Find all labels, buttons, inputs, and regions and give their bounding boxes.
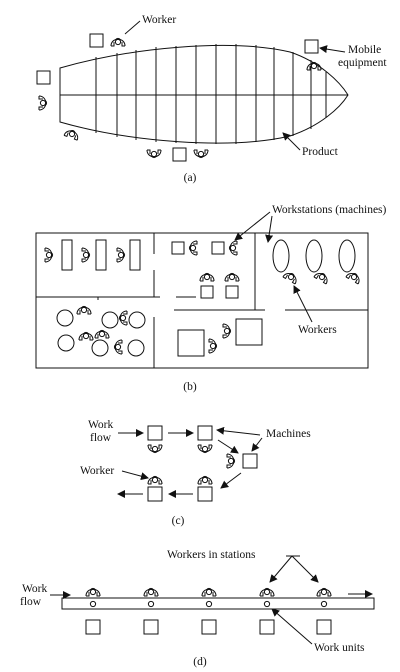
plant-outline: [35, 232, 369, 369]
equipment-box: [172, 147, 187, 162]
worker-icon: [76, 305, 92, 315]
worker-icon: [199, 272, 215, 282]
work-unit: [263, 600, 271, 608]
station-box: [316, 619, 332, 635]
caption-c: (c): [172, 515, 185, 527]
workers-in-stations-label: Workers in stations: [167, 549, 256, 561]
worker-icon: [188, 240, 198, 256]
station-box: [201, 619, 217, 635]
worker-icon: [197, 475, 213, 485]
workstation: [338, 239, 356, 273]
machine-box: [147, 486, 163, 502]
worker-icon: [316, 587, 332, 597]
product-hull: [59, 44, 349, 144]
panel-c-cellular-layout: Work flow Machines Worker (c): [80, 419, 311, 527]
work-flow-label-1: Work: [88, 419, 114, 431]
conveyor: [61, 597, 375, 610]
worker-icon: [110, 37, 126, 47]
worker-icon: [81, 247, 91, 263]
mobile-equipment-label-1: Mobile: [348, 44, 381, 56]
department-walls: [36, 233, 368, 368]
workstation: [235, 318, 263, 346]
workstation: [61, 239, 73, 271]
workstations-label: Workstations (machines): [272, 204, 387, 216]
work-flow-label-d1: Work: [22, 583, 48, 595]
workstation: [272, 239, 290, 273]
worker-icon: [116, 247, 126, 263]
workstation: [305, 239, 323, 273]
machine-box: [242, 453, 258, 469]
worker-icon: [197, 444, 213, 454]
worker-label: Worker: [142, 14, 176, 26]
caption-a: (a): [184, 172, 197, 184]
worker-icon: [222, 323, 232, 339]
work-units-label: Work units: [314, 642, 365, 654]
workstation: [101, 311, 119, 329]
workstation: [171, 241, 185, 255]
work-unit: [320, 600, 328, 608]
caption-d: (d): [193, 656, 207, 668]
worker-icon: [313, 269, 331, 285]
panel-b-process-layout: Workstations (machines): [35, 204, 387, 393]
work-unit: [205, 600, 213, 608]
workstation: [200, 285, 214, 299]
workstation: [225, 285, 239, 299]
worker-icon: [147, 444, 163, 454]
worker-label-c: Worker: [80, 465, 114, 477]
work-flow-label-d2: flow: [20, 596, 42, 608]
equipment-box: [36, 70, 51, 85]
worker-icon: [228, 240, 238, 256]
worker-icon: [44, 247, 54, 263]
worker-icon: [224, 272, 240, 282]
worker-icon: [147, 475, 163, 485]
product-label: Product: [302, 146, 339, 158]
panel-d-product-layout: Workers in stations Work flow Work units…: [20, 549, 375, 668]
worker-icon: [345, 269, 363, 285]
workstation: [56, 309, 74, 327]
workstation: [127, 339, 145, 357]
worker-icon: [259, 587, 275, 597]
hull-ribs: [95, 44, 327, 144]
station-box: [85, 619, 101, 635]
station-box: [259, 619, 275, 635]
mobile-equipment-box: [304, 39, 319, 54]
equipment-box: [89, 33, 104, 48]
workstation: [91, 339, 109, 357]
worker-icon: [78, 331, 94, 341]
worker-icon: [85, 587, 101, 597]
caption-b: (b): [183, 381, 197, 393]
worker-icon: [226, 453, 236, 469]
panel-a-fixed-position-layout: Worker Mobile equipment Product (a): [36, 14, 387, 184]
work-unit: [89, 600, 97, 608]
workstation: [211, 241, 225, 255]
mobile-equipment-label-2: equipment: [338, 57, 387, 69]
worker-icon: [201, 587, 217, 597]
worker-icon: [113, 339, 123, 355]
worker-icon: [143, 587, 159, 597]
worker-icon: [146, 149, 162, 159]
workstation: [95, 239, 107, 271]
workstation: [177, 329, 205, 357]
worker-icon: [208, 338, 218, 354]
station-box: [143, 619, 159, 635]
workstation: [129, 239, 141, 271]
worker-icon: [94, 329, 110, 339]
worker-icon: [63, 127, 81, 141]
worker-icon: [118, 310, 128, 326]
workers-label: Workers: [298, 324, 337, 336]
machine-box: [197, 486, 213, 502]
worker-icon: [193, 149, 209, 159]
machine-box: [147, 425, 163, 441]
worker-icon: [282, 269, 300, 285]
work-unit: [147, 600, 155, 608]
work-flow-label-2: flow: [90, 432, 112, 444]
worker-icon: [38, 95, 48, 111]
workstation: [128, 311, 146, 329]
machines-label: Machines: [266, 428, 311, 440]
machine-box: [197, 425, 213, 441]
workstation: [57, 334, 75, 352]
